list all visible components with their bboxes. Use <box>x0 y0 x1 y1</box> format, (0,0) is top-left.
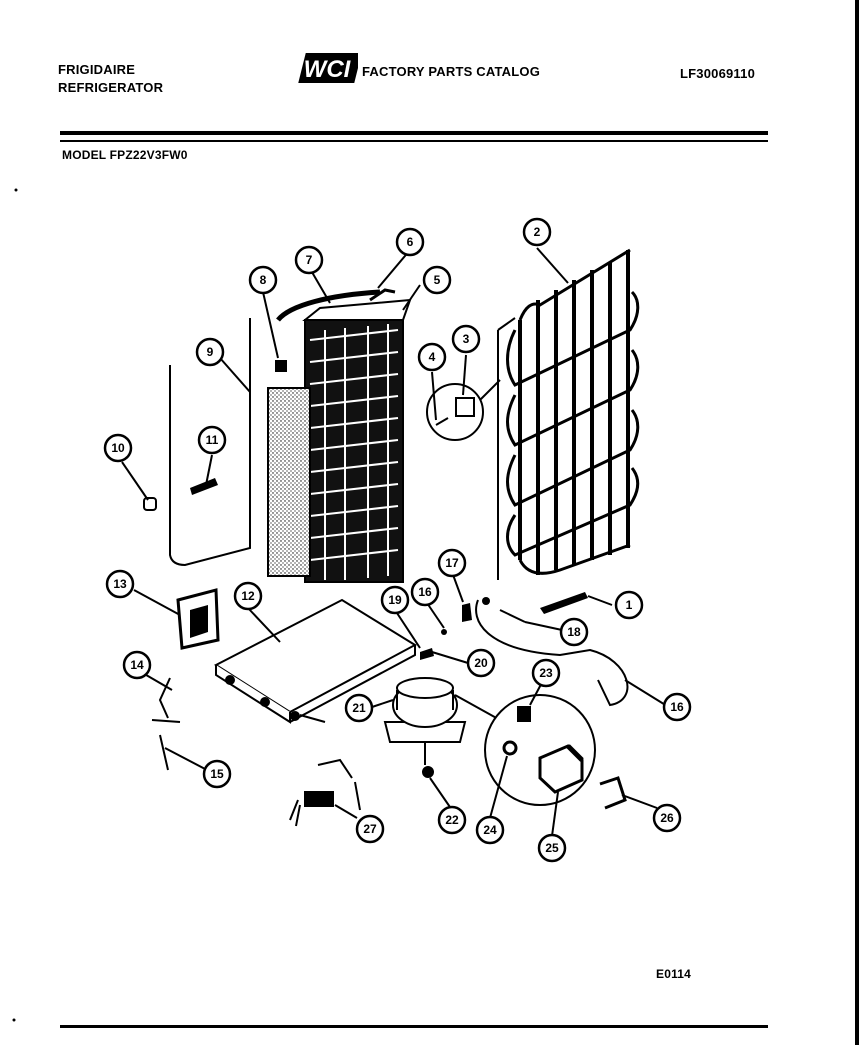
callout-21: 21 <box>352 701 366 715</box>
suction-line-tube <box>276 289 381 322</box>
callout-10: 10 <box>111 441 125 455</box>
callout-19: 19 <box>388 593 402 607</box>
callout-9: 9 <box>207 345 214 359</box>
header-rule-thin <box>60 140 768 142</box>
detail-circle-lower <box>484 694 596 806</box>
model-label: MODEL FPZ22V3FW0 <box>62 148 188 162</box>
callout-11: 11 <box>206 433 219 447</box>
callout-1: 1 <box>626 598 633 612</box>
callout-18: 18 <box>567 625 581 639</box>
callout-14: 14 <box>130 658 144 672</box>
clip-part <box>143 497 157 511</box>
product-type: REFRIGERATOR <box>58 80 164 95</box>
callout-16: 16 <box>670 700 684 714</box>
evaporator <box>267 298 412 583</box>
callout-23: 23 <box>539 666 553 680</box>
callout-7: 7 <box>306 253 313 267</box>
figure-code: E0114 <box>656 967 692 981</box>
callout-20: 20 <box>474 656 488 670</box>
drier-part <box>540 592 588 614</box>
callout-8: 8 <box>260 273 267 287</box>
callout-24: 24 <box>483 823 497 837</box>
callout-22: 22 <box>445 813 459 827</box>
callout-25: 25 <box>545 841 559 855</box>
callout-5: 5 <box>434 273 441 287</box>
catalog-title: FACTORY PARTS CATALOG <box>362 64 541 79</box>
capacitor-assembly <box>289 758 361 827</box>
logo-text: WCI <box>304 56 352 83</box>
wire-harness <box>151 677 181 771</box>
cover-clip <box>599 776 627 810</box>
callout-15: 15 <box>210 767 224 781</box>
callout-17: 17 <box>445 556 459 570</box>
compressor <box>383 677 501 778</box>
page-border-right <box>855 0 859 1045</box>
wci-logo: WCI <box>296 52 362 84</box>
condenser-coil <box>497 248 640 580</box>
footer-rule <box>60 1025 768 1028</box>
callout-2: 2 <box>534 225 541 239</box>
bracket-part <box>275 360 287 372</box>
brand-name: FRIGIDAIRE <box>58 62 136 77</box>
callout-6: 6 <box>407 235 414 249</box>
capillary-tube <box>475 599 629 707</box>
callout-26: 26 <box>660 811 674 825</box>
callout-16-upper: 16 <box>418 585 432 599</box>
base-plate <box>213 598 418 724</box>
header-rule-thick <box>60 131 768 135</box>
sensor-wire <box>169 318 251 567</box>
callout-13: 13 <box>113 577 127 591</box>
callout-27: 27 <box>363 822 377 836</box>
callout-4: 4 <box>429 350 436 364</box>
callout-12: 12 <box>241 589 255 603</box>
callout-3: 3 <box>463 332 470 346</box>
insulation-strip <box>190 478 218 495</box>
catalog-number: LF30069110 <box>680 66 756 81</box>
